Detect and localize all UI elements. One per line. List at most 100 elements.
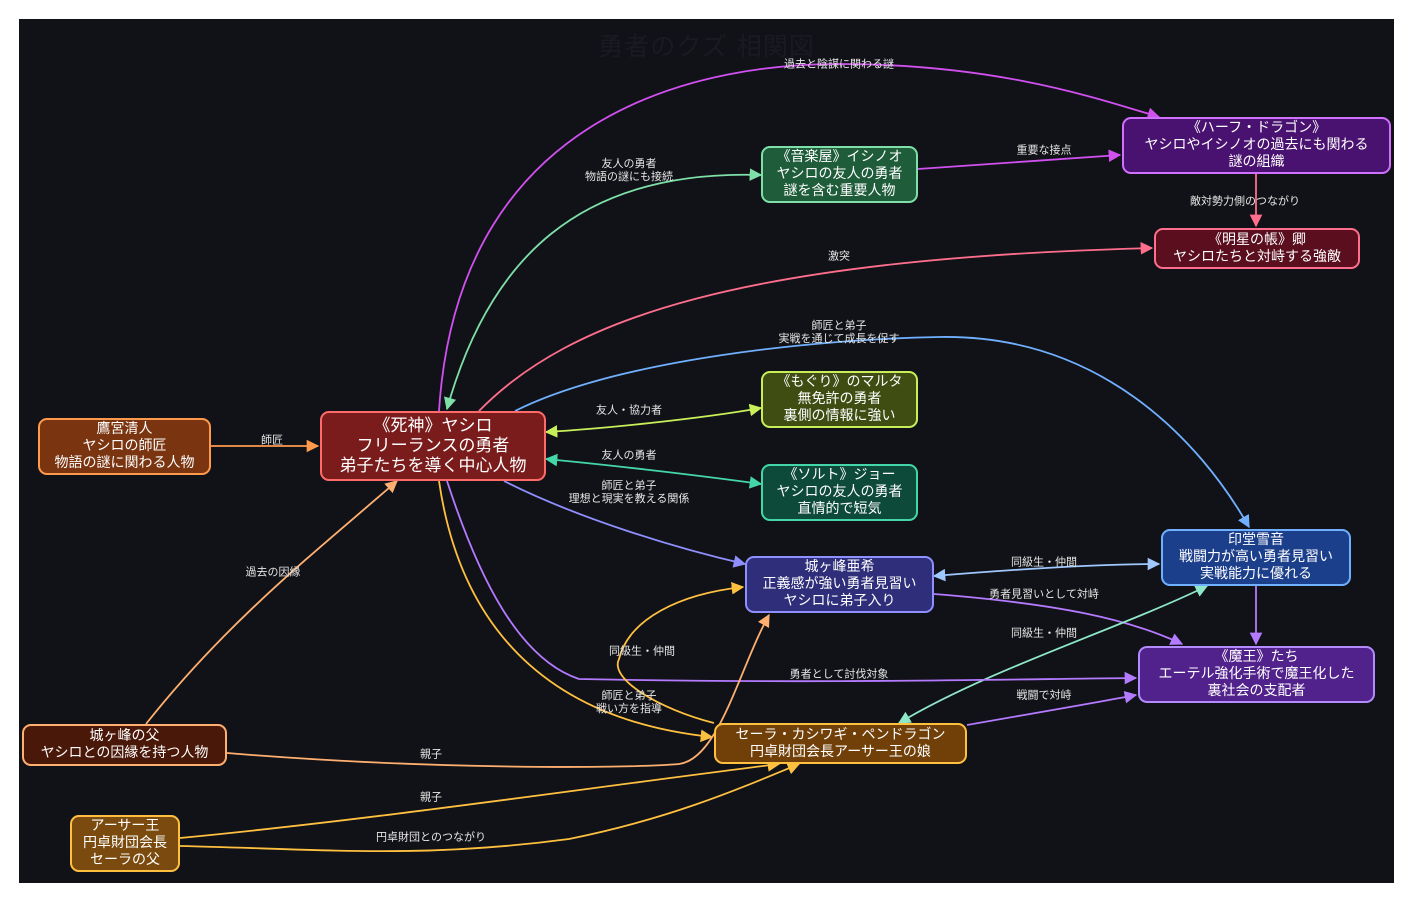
node-line: 円卓財団会長 [83, 835, 167, 851]
node-line: 弟子たちを導く中心人物 [339, 456, 527, 476]
edge-yashiro-myojo [478, 242, 1154, 412]
node-line: エーテル強化手術で魔王化した [1158, 666, 1355, 682]
edge-marta-yashiro [544, 403, 763, 438]
node-line: 戦闘力が高い勇者見習い [1179, 549, 1333, 565]
edge-label-yashiro-maou: 勇者として討伐対象 [790, 668, 889, 681]
node-line: セーラ・カシワギ・ペンドラゴン [735, 726, 946, 743]
edge-label-line: 激突 [828, 249, 850, 263]
edge-joe-yashiro [544, 453, 763, 489]
edge-arthur-sera [179, 759, 781, 839]
node-jougamine[interactable]: 城ヶ峰亜希正義感が強い勇者見習いヤシロに弟子入り [745, 556, 934, 613]
node-line: 《ソルト》ジョー [783, 467, 896, 483]
node-text: 《魔王》たちエーテル強化手術で魔王化した裏社会の支配者 [1159, 649, 1355, 700]
node-text: 《死神》ヤシロフリーランスの勇者弟子たちを導く中心人物 [340, 416, 527, 476]
node-line: 円卓財団会長アーサー王の娘 [750, 743, 931, 760]
edge-label-line: 友人・協力者 [596, 403, 662, 417]
node-line: 印堂雪音 [1228, 532, 1284, 548]
node-line: 《明星の帳》卿 [1208, 231, 1306, 248]
node-text: セーラ・カシワギ・ペンドラゴン円卓財団会長アーサー王の娘 [736, 727, 946, 761]
edge-label-yashiro-indou: 師匠と弟子実戦を通じて成長を促す [779, 319, 900, 345]
node-line: ヤシロやイシノオの過去にも関わる [1144, 137, 1369, 153]
edge-father-jougamine [226, 613, 770, 768]
edge-arthur-sera2 [179, 762, 801, 853]
node-line: 城ヶ峰亜希 [804, 559, 875, 575]
node-line: 《死神》ヤシロ [373, 416, 493, 436]
node-line: 実戦能力に優れる [1200, 566, 1312, 582]
edge-label-line: 師匠 [261, 433, 283, 447]
node-line: 直情的で短気 [797, 501, 882, 517]
edge-label-line: 勇者として討伐対象 [789, 667, 889, 681]
edge-label-line: 理想と現実を教える関係 [568, 492, 690, 505]
edge-label-arthur-sera2: 円卓財団とのつながり [376, 831, 486, 844]
edge-label-line: 戦闘で対峙 [1016, 688, 1072, 702]
edge-label-ishinoo-yashiro: 友人の勇者物語の謎にも接続 [585, 157, 673, 183]
node-myojo[interactable]: 《明星の帳》卿ヤシロたちと対峙する強敵 [1154, 228, 1360, 269]
node-text: 城ヶ峰の父ヤシロとの因縁を持つ人物 [41, 728, 209, 762]
node-marta[interactable]: 《もぐり》のマルタ無免許の勇者裏側の情報に強い [761, 371, 918, 428]
node-yashiro[interactable]: 《死神》ヤシロフリーランスの勇者弟子たちを導く中心人物 [320, 411, 546, 481]
node-text: 《音楽屋》イシノオヤシロの友人の勇者謎を含む重要人物 [777, 149, 903, 200]
edge-label-ishinoo-half: 重要な接点 [1017, 144, 1072, 157]
edge-ishinoo-yashiro [443, 168, 763, 411]
node-takamiya[interactable]: 鷹宮清人ヤシロの師匠物語の謎に関わる人物 [38, 418, 211, 475]
edge-sera-maou [966, 690, 1138, 726]
edge-sera-jougamine [616, 581, 745, 724]
node-line: アーサー王 [90, 818, 160, 834]
node-line: 謎の組織 [1228, 154, 1285, 170]
node-sera[interactable]: セーラ・カシワギ・ペンドラゴン円卓財団会長アーサー王の娘 [714, 723, 967, 764]
node-half-dragon[interactable]: 《ハーフ・ドラゴン》ヤシロやイシノオの過去にも関わる謎の組織 [1122, 117, 1391, 174]
edge-label-line: 実戦を通じて成長を促す [778, 332, 900, 345]
edge-label-marta-yashiro: 友人・協力者 [596, 404, 662, 417]
edge-label-sera-jougamine: 同級生・仲間 [609, 645, 675, 658]
edge-label-line: 同級生・仲間 [1011, 555, 1077, 569]
edge-label-jougamine-indou: 同級生・仲間 [1011, 556, 1077, 569]
node-text: 鷹宮清人ヤシロの師匠物語の謎に関わる人物 [55, 421, 195, 472]
edge-label-line: 師匠と弟子 [601, 689, 657, 702]
edge-label-yashiro-sera: 師匠と弟子戦い方を指導 [596, 689, 662, 715]
edge-label-line: 親子 [420, 747, 442, 761]
node-line: 《ハーフ・ドラゴン》 [1186, 120, 1327, 136]
edge-sera-indou [897, 585, 1209, 724]
node-indou[interactable]: 印堂雪音戦闘力が高い勇者見習い実戦能力に優れる [1161, 529, 1351, 586]
node-line: ヤシロとの因縁を持つ人物 [40, 745, 209, 761]
edge-label-half-myojo: 敵対勢力側のつながり [1190, 195, 1300, 208]
diagram-title: 勇者のクズ 相関図 [598, 32, 815, 61]
node-line: ヤシロたちと対峙する強敵 [1173, 248, 1341, 265]
edge-label-line: 勇者見習いとして対峙 [989, 587, 1099, 601]
edge-yashiro-maou [446, 480, 1138, 685]
node-text: アーサー王円卓財団会長セーラの父 [83, 818, 167, 869]
edge-label-line: 同級生・仲間 [609, 644, 675, 658]
edge-label-yashiro-myojo: 激突 [828, 250, 850, 263]
node-line: 裏側の情報に強い [783, 408, 896, 424]
node-joe[interactable]: 《ソルト》ジョーヤシロの友人の勇者直情的で短気 [761, 464, 918, 521]
edge-label-line: 同級生・仲間 [1011, 626, 1077, 640]
edge-label-line: 過去の因縁 [245, 565, 301, 579]
edge-yashiro-indou [514, 336, 1250, 529]
node-maou[interactable]: 《魔王》たちエーテル強化手術で魔王化した裏社会の支配者 [1138, 646, 1375, 703]
node-line: ヤシロの友人の勇者 [776, 166, 903, 182]
node-line: 鷹宮清人 [96, 421, 153, 437]
edge-label-line: 親子 [420, 790, 442, 804]
edge-label-line: 重要な接点 [1016, 143, 1072, 157]
edge-label-line: 物語の謎にも接続 [585, 170, 673, 183]
edge-label-yashiro-half: 過去と陰謀に関わる謎 [784, 58, 894, 71]
edges-layer [145, 63, 1263, 853]
edge-label-line: 友人の勇者 [601, 448, 657, 462]
node-line: 《もぐり》のマルタ [776, 374, 903, 390]
edge-label-arthur-sera: 親子 [420, 791, 442, 804]
node-text: 《ソルト》ジョーヤシロの友人の勇者直情的で短気 [777, 467, 903, 518]
node-arthur[interactable]: アーサー王円卓財団会長セーラの父 [70, 815, 180, 872]
node-ishinoo[interactable]: 《音楽屋》イシノオヤシロの友人の勇者謎を含む重要人物 [761, 146, 918, 203]
node-text: 《ハーフ・ドラゴン》ヤシロやイシノオの過去にも関わる謎の組織 [1145, 120, 1369, 171]
node-jougamine-father[interactable]: 城ヶ峰の父ヤシロとの因縁を持つ人物 [22, 724, 227, 766]
edge-label-father-yashiro: 過去の因縁 [246, 566, 301, 579]
edge-label-line: 友人の勇者 [601, 157, 657, 170]
node-line: セーラの父 [90, 852, 160, 868]
edge-label-line: 戦い方を指導 [596, 702, 662, 715]
node-text: 印堂雪音戦闘力が高い勇者見習い実戦能力に優れる [1179, 532, 1333, 583]
node-text: 《明星の帳》卿ヤシロたちと対峙する強敵 [1173, 232, 1341, 266]
edge-father-yashiro [145, 480, 398, 725]
edge-jougamine-indou [932, 557, 1161, 582]
node-line: ヤシロに弟子入り [783, 593, 896, 609]
edge-label-line: 敵対勢力側のつながり [1190, 194, 1300, 208]
